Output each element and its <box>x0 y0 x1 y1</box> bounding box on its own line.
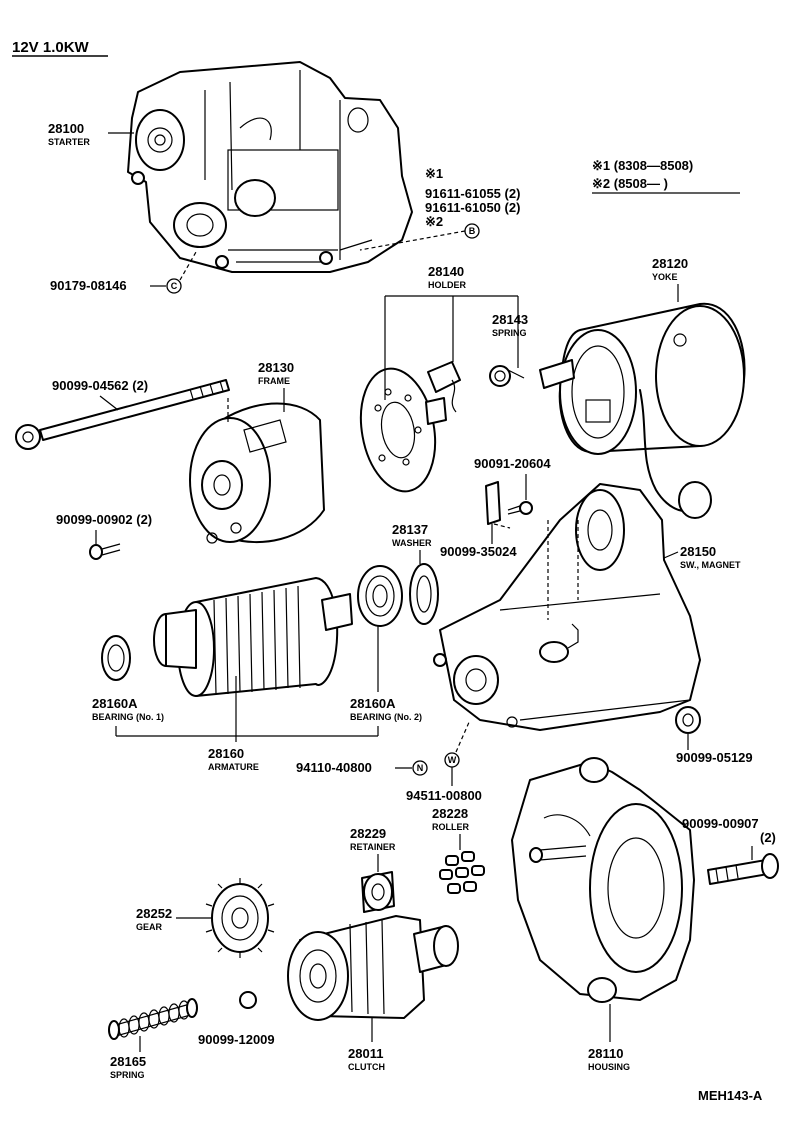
frame-screw-number: 90099-00902 (2) <box>56 512 152 527</box>
nut-c-number: 90179-08146 <box>50 278 127 293</box>
symbol-c-marker-top <box>166 278 182 294</box>
through-bolt-drawing <box>15 379 230 450</box>
commutator-end-frame-drawing <box>189 398 325 544</box>
holder-part-name: HOLDER <box>428 280 467 290</box>
bearing-no2-name: BEARING (No. 2) <box>350 712 422 722</box>
washer-part-name: WASHER <box>392 538 432 548</box>
clip-screw-number: 90099-35024 <box>440 544 517 559</box>
starter-assembly-drawing <box>127 61 413 273</box>
clip-drawing <box>485 481 511 529</box>
symbol-w-label: W <box>448 755 457 765</box>
starter-part-name: STARTER <box>48 137 90 147</box>
steel-ball-drawing <box>239 991 257 1009</box>
top-screw-number: 90091-20604 <box>474 456 551 471</box>
retainer-drawing <box>361 871 395 913</box>
clutch-part-name: CLUTCH <box>348 1062 385 1072</box>
note-mark-1: ※1 <box>425 166 443 181</box>
legend-line-2: ※2 (8508— ) <box>592 176 668 191</box>
bearing-no1-name: BEARING (No. 1) <box>92 712 164 722</box>
clutch-spring-drawing <box>108 998 198 1040</box>
roller-part-number: 28228 <box>432 806 468 821</box>
magnet-switch-drawing <box>433 483 701 731</box>
terminal-nut-number: 90099-05129 <box>676 750 753 765</box>
yoke-part-name: YOKE <box>652 272 678 282</box>
housing-bolt-number: 90099-00907 <box>682 816 759 831</box>
clutch-part-number: 28011 <box>348 1046 383 1061</box>
gear-drawing <box>205 878 275 958</box>
magnet-switch-number: 28150 <box>680 544 716 559</box>
housing-bolt-drawing <box>707 853 779 885</box>
through-bolt-number: 90099-04562 (2) <box>52 378 148 393</box>
armature-drawing <box>153 577 353 697</box>
legend-line-1: ※1 (8308—8508) <box>592 158 693 173</box>
housing-drawing <box>511 757 695 1003</box>
bearing-no1-drawing <box>101 635 131 681</box>
brush-holder-drawing <box>359 361 461 493</box>
bearing-no1-number: 28160A <box>92 696 138 711</box>
bolt-number-a: 91611-61055 (2) <box>425 186 520 201</box>
diagram-title: 12V 1.0KW <box>12 39 90 56</box>
clutch-spring-name: SPRING <box>110 1070 145 1080</box>
symbol-n-label: N <box>417 763 424 773</box>
date-legend: ※1 (8308—8508) ※2 (8508— ) <box>592 158 740 194</box>
brush-spring-number: 28143 <box>492 312 528 327</box>
housing-bolt-qty: (2) <box>760 830 776 845</box>
clutch-spring-number: 28165 <box>110 1054 146 1069</box>
bolt-number-b: 91611-61050 (2) <box>425 200 520 215</box>
terminal-nut-drawing <box>675 706 701 734</box>
ball-number: 90099-12009 <box>198 1032 275 1047</box>
diagram-code: MEH143-A <box>698 1088 763 1103</box>
housing-part-number: 28110 <box>588 1046 623 1061</box>
symbol-c-label-top: C <box>171 281 178 291</box>
note-mark-2: ※2 <box>425 214 443 229</box>
frame-screw-drawing <box>89 543 121 560</box>
retainer-part-number: 28229 <box>350 826 386 841</box>
clutch-drawing <box>287 915 459 1021</box>
symbol-b-label: B <box>469 226 476 236</box>
symbol-n-marker <box>412 760 428 776</box>
armature-part-number: 28160 <box>208 746 244 761</box>
magnet-switch-name: SW., MAGNET <box>680 560 741 570</box>
top-screw-drawing <box>507 501 533 515</box>
brush-spring-name: SPRING <box>492 328 527 338</box>
gear-part-number: 28252 <box>136 906 172 921</box>
yoke-drawing <box>539 302 746 519</box>
roller-drawing <box>439 851 485 894</box>
armature-part-name: ARMATURE <box>208 762 259 772</box>
nut-n-number: 94110-40800 <box>296 760 372 775</box>
washer-part-number: 28137 <box>392 522 428 537</box>
holder-part-number: 28140 <box>428 264 464 279</box>
yoke-part-number: 28120 <box>652 256 688 271</box>
bearing-no2-drawing <box>357 565 403 627</box>
frame-part-name: FRAME <box>258 376 290 386</box>
starter-part-number: 28100 <box>48 121 84 136</box>
washer-w-number: 94511-00800 <box>406 788 482 803</box>
frame-part-number: 28130 <box>258 360 294 375</box>
retainer-part-name: RETAINER <box>350 842 396 852</box>
bearing-no2-number: 28160A <box>350 696 396 711</box>
washer-drawing <box>409 563 439 625</box>
housing-part-name: HOUSING <box>588 1062 630 1072</box>
roller-part-name: ROLLER <box>432 822 469 832</box>
gear-part-name: GEAR <box>136 922 163 932</box>
brush-spring-drawing <box>489 365 525 387</box>
